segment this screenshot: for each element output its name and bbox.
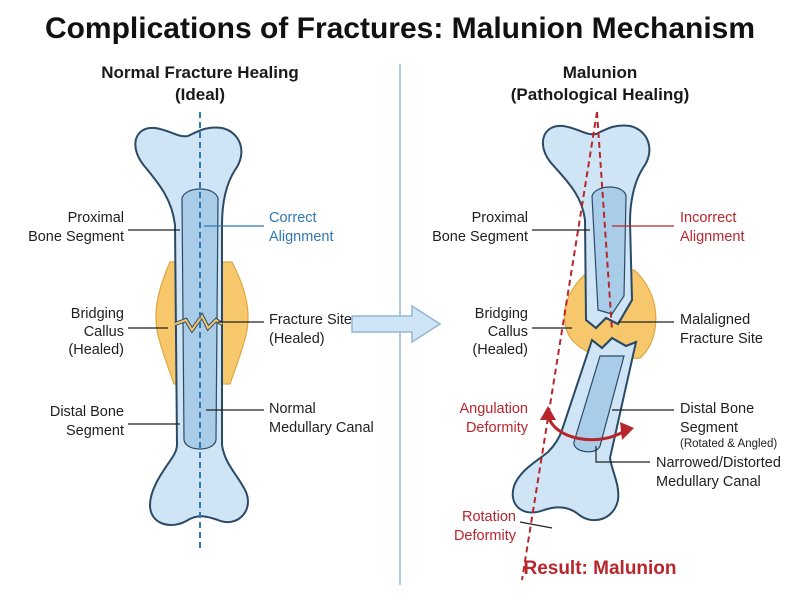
right-label-canal-line2: Medullary Canal xyxy=(656,474,761,490)
right-label-distal-line2: Segment xyxy=(680,420,738,436)
left-label-alignment-line1: Correct xyxy=(269,210,317,226)
right-label-alignment-line1: Incorrect xyxy=(680,210,736,226)
left-heading-line1: Normal Fracture Healing xyxy=(101,63,298,82)
right-distal-canal xyxy=(573,355,625,453)
right-label-callus-line2: Callus xyxy=(488,324,528,340)
right-leader-rotation xyxy=(519,521,553,529)
left-label-proximal-line1: Proximal xyxy=(68,210,124,226)
right-proximal-axis xyxy=(596,111,613,331)
left-panel: Normal Fracture Healing (Ideal) Proximal… xyxy=(28,63,374,550)
right-heading-line2: (Pathological Healing) xyxy=(511,85,690,104)
left-label-canal-line1: Normal xyxy=(269,401,316,417)
left-label-fracture-line1: Fracture Site xyxy=(269,312,352,328)
right-label-rotation-line1: Rotation xyxy=(462,509,516,525)
left-label-callus-line1: Bridging xyxy=(71,306,124,322)
left-label-alignment-line2: Alignment xyxy=(269,229,333,245)
left-fracture-fill xyxy=(174,314,223,332)
right-label-fracture-line1: Malaligned xyxy=(680,312,750,328)
right-heading-line1: Malunion xyxy=(563,63,638,82)
right-leader-canal xyxy=(595,446,650,463)
left-label-distal-line2: Segment xyxy=(66,423,124,439)
right-fracture-upper-edge xyxy=(585,299,633,330)
left-label-canal-line2: Medullary Canal xyxy=(269,420,374,436)
right-panel: Malunion (Pathological Healing) Proximal… xyxy=(432,63,781,581)
left-label-distal-line1: Distal Bone xyxy=(50,404,124,420)
left-label-callus-line3: (Healed) xyxy=(68,342,124,358)
right-label-proximal-line2: Bone Segment xyxy=(432,229,528,245)
left-label-proximal-line2: Bone Segment xyxy=(28,229,124,245)
page-title: Complications of Fractures: Malunion Mec… xyxy=(45,12,755,45)
left-label-fracture-line2: (Healed) xyxy=(269,331,325,347)
right-proximal-canal xyxy=(591,186,627,315)
right-label-proximal-line1: Proximal xyxy=(472,210,528,226)
right-alignment-axis xyxy=(521,111,598,581)
right-label-canal-line1: Narrowed/Distorted xyxy=(656,455,781,471)
left-label-callus-line2: Callus xyxy=(84,324,124,340)
left-heading-line2: (Ideal) xyxy=(175,85,225,104)
right-label-callus-line3: (Healed) xyxy=(472,342,528,358)
right-label-callus-line1: Bridging xyxy=(475,306,528,322)
right-fracture-lower-edge xyxy=(591,336,637,350)
rotation-arrowhead-left-icon xyxy=(540,406,556,420)
rotation-arrowhead-right-icon xyxy=(620,422,634,440)
result-label: Result: Malunion xyxy=(523,558,676,579)
right-label-fracture-line2: Fracture Site xyxy=(680,331,763,347)
right-label-angulation-line2: Deformity xyxy=(466,420,529,436)
right-label-alignment-line2: Alignment xyxy=(680,229,744,245)
right-label-distal-line3: (Rotated & Angled) xyxy=(680,438,777,450)
right-label-rotation-line2: Deformity xyxy=(454,528,517,544)
right-label-angulation-line1: Angulation xyxy=(459,401,528,417)
right-label-distal-line1: Distal Bone xyxy=(680,401,754,417)
rotation-arrow-icon xyxy=(546,413,627,442)
transition-arrow-icon xyxy=(351,304,442,344)
